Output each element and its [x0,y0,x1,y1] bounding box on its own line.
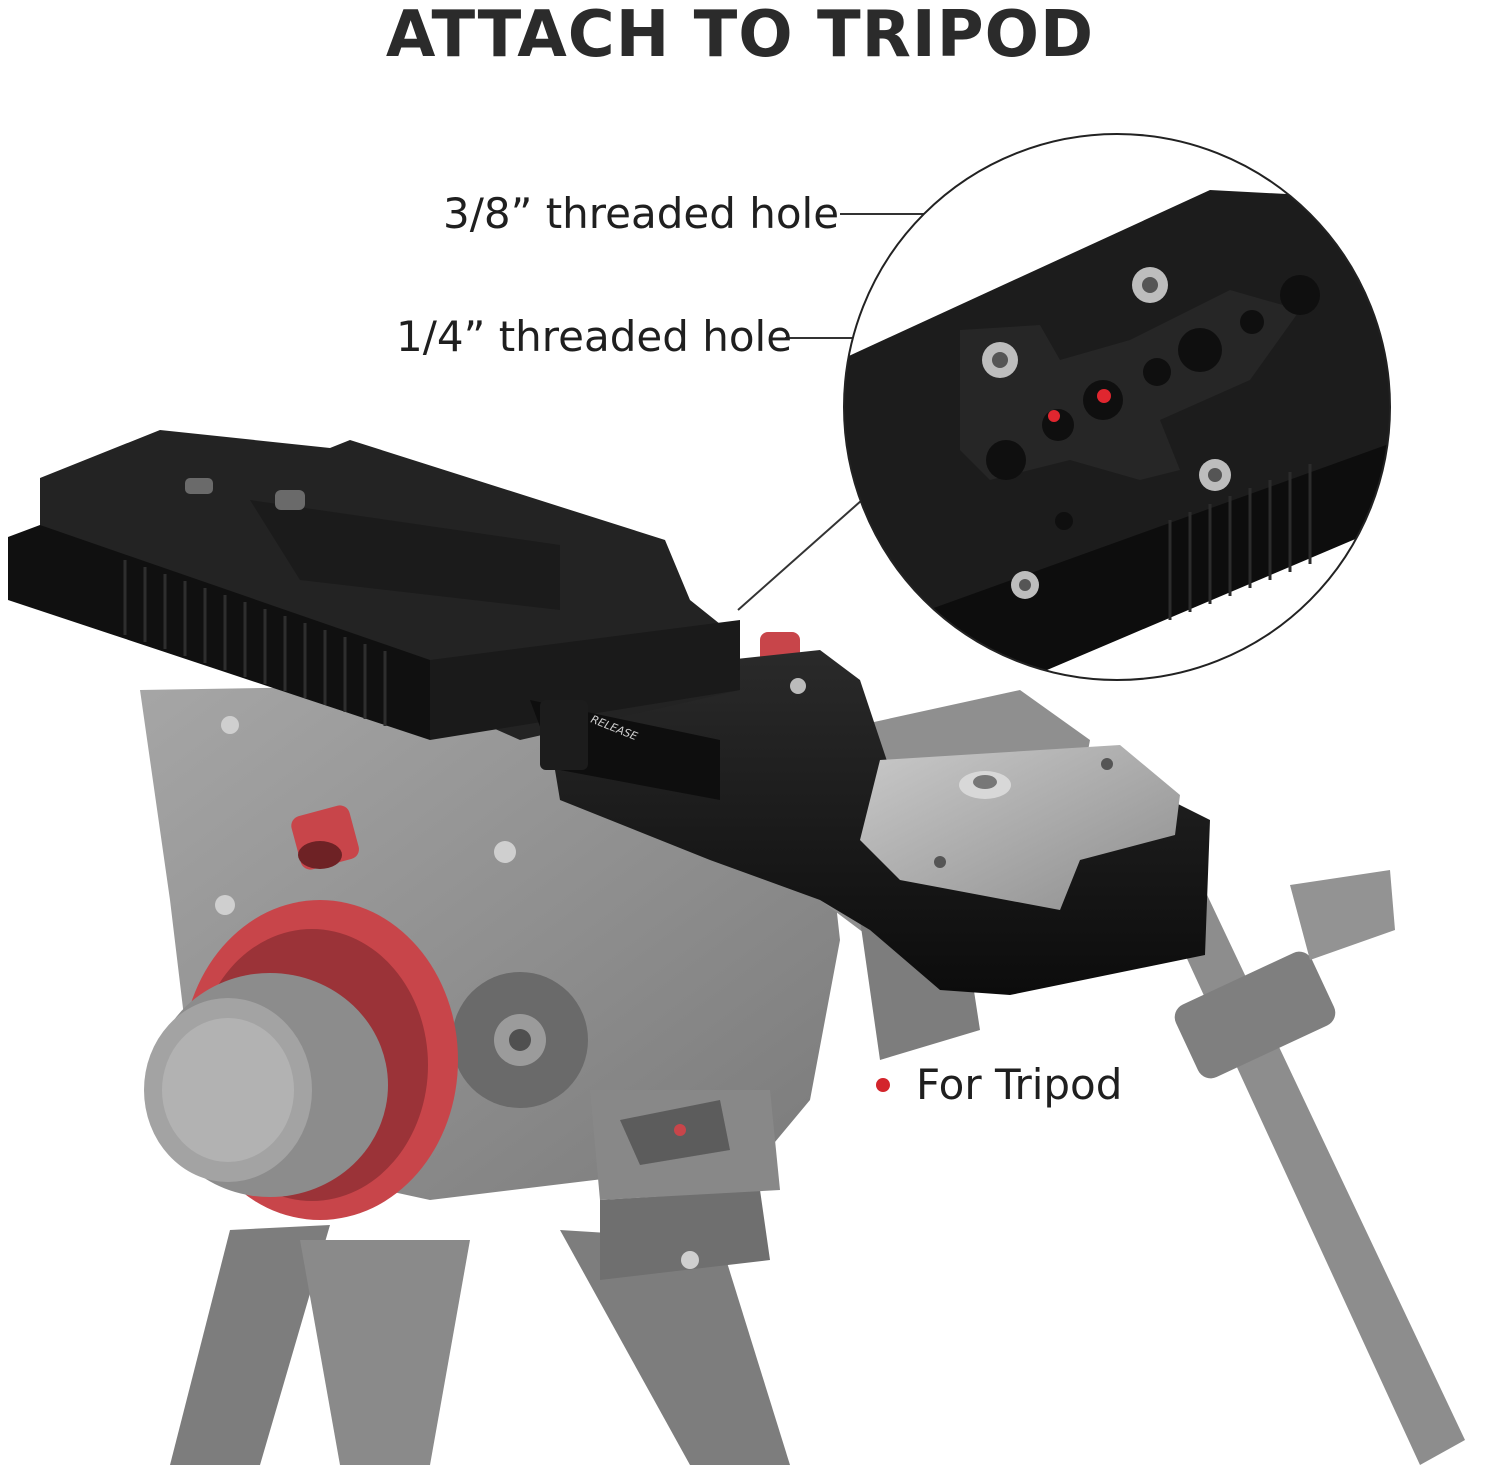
marker-14-hole [1048,410,1060,422]
legend-dot-icon [876,1077,890,1092]
label-3-8-threaded-hole: 3/8” threaded hole [443,189,840,238]
pan-bar [1160,870,1465,1465]
marker-38-hole [1097,389,1111,403]
label-1-4-threaded-hole: 1/4” threaded hole [396,312,793,361]
page-title: ATTACH TO TRIPOD [385,0,1095,72]
legend-label: For Tripod [916,1060,1123,1109]
tripod-legs [170,1190,790,1465]
legend: For Tripod [876,1060,1122,1109]
quick-release-plate [8,430,1210,995]
zoom-detail [843,133,1391,681]
